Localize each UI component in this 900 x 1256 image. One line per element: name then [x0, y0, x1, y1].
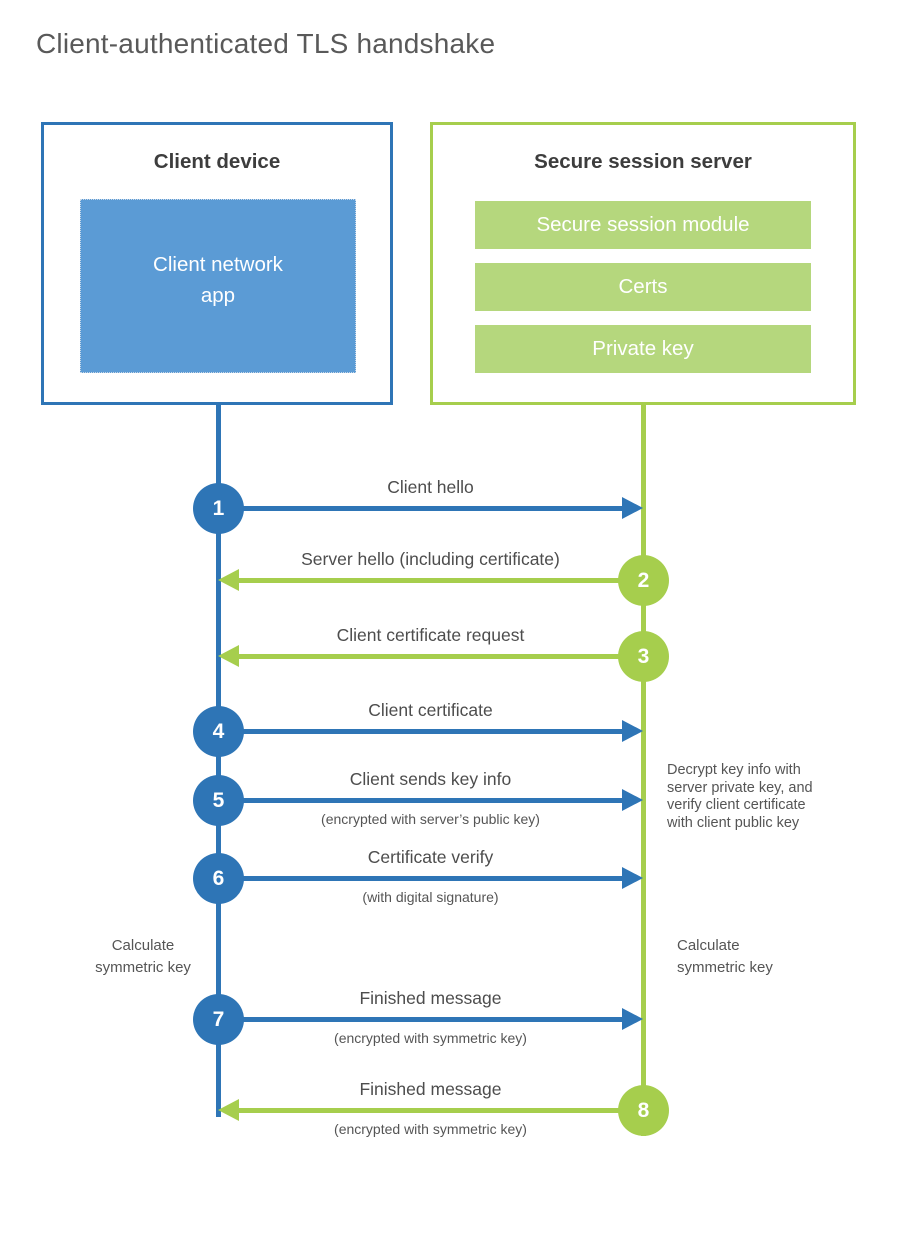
arrow-head-icon: [622, 720, 643, 742]
arrow-line: [231, 654, 643, 659]
message-row-3: Client certificate request 3: [218, 621, 669, 697]
arrow-head-icon: [218, 1099, 239, 1121]
message-sublabel: (encrypted with symmetric key): [334, 1121, 527, 1137]
server-title: Secure session server: [534, 150, 752, 173]
arrow-head-icon: [622, 497, 643, 519]
message-label: Client hello: [387, 477, 474, 497]
page-title: Client-authenticated TLS handshake: [36, 28, 496, 59]
message-row-7: Finished message 7 (encrypted with symme…: [193, 984, 643, 1060]
arrow-line: [218, 876, 630, 881]
arrow-line: [218, 798, 630, 803]
message-row-2: Server hello (including certificate) 2: [218, 545, 669, 621]
arrow-line: [218, 1017, 630, 1022]
note-decrypt-key-info: Decrypt key info with server private key…: [667, 762, 813, 831]
message-label: Client sends key info: [349, 769, 512, 789]
arrow-head-icon: [622, 867, 643, 889]
message-label: Certificate verify: [367, 847, 494, 867]
arrow-head-icon: [218, 645, 239, 667]
client-network-app-box: Client network app: [80, 199, 356, 373]
message-sublabel: (with digital signature): [362, 889, 499, 905]
step-badge: 1: [193, 483, 244, 534]
server-module-certs: Certs: [475, 263, 811, 311]
message-row-5: Client sends key info 5 (encrypted with …: [193, 765, 643, 841]
step-badge: 5: [193, 775, 244, 826]
arrow-line: [218, 729, 630, 734]
client-lifeline: [215, 405, 221, 1117]
step-badge: 4: [193, 706, 244, 757]
note-calculate-symmetric-key-client: Calculate symmetric key: [95, 937, 191, 976]
message-label: Finished message: [359, 988, 502, 1008]
message-sublabel: (encrypted with symmetric key): [334, 1030, 527, 1046]
step-badge: 7: [193, 994, 244, 1045]
server-module-private-key: Private key: [475, 325, 811, 373]
client-device-title: Client device: [153, 150, 281, 173]
message-row-1: Client hello 1: [193, 473, 643, 549]
arrow-head-icon: [218, 569, 239, 591]
message-label: Client certificate request: [336, 625, 525, 645]
server-module-secure-session: Secure session module: [475, 201, 811, 249]
arrow-line: [231, 578, 643, 583]
message-row-8: Finished message 8 (encrypted with symme…: [218, 1075, 669, 1151]
message-label: Server hello (including certificate): [301, 549, 560, 569]
step-badge: 8: [618, 1085, 669, 1136]
arrow-line: [218, 506, 630, 511]
step-badge: 6: [193, 853, 244, 904]
arrow-head-icon: [622, 789, 643, 811]
step-badge: 3: [618, 631, 669, 682]
step-badge: 2: [618, 555, 669, 606]
arrow-line: [231, 1108, 643, 1113]
message-row-6: Certificate verify 6 (with digital signa…: [193, 843, 643, 919]
message-label: Finished message: [359, 1079, 502, 1099]
note-calculate-symmetric-key-server: Calculate symmetric key: [677, 937, 773, 976]
message-label: Client certificate: [368, 700, 493, 720]
message-sublabel: (encrypted with server’s public key): [321, 811, 540, 827]
message-row-4: Client certificate 4: [193, 696, 643, 772]
server-lifeline: [640, 405, 646, 1136]
arrow-head-icon: [622, 1008, 643, 1030]
